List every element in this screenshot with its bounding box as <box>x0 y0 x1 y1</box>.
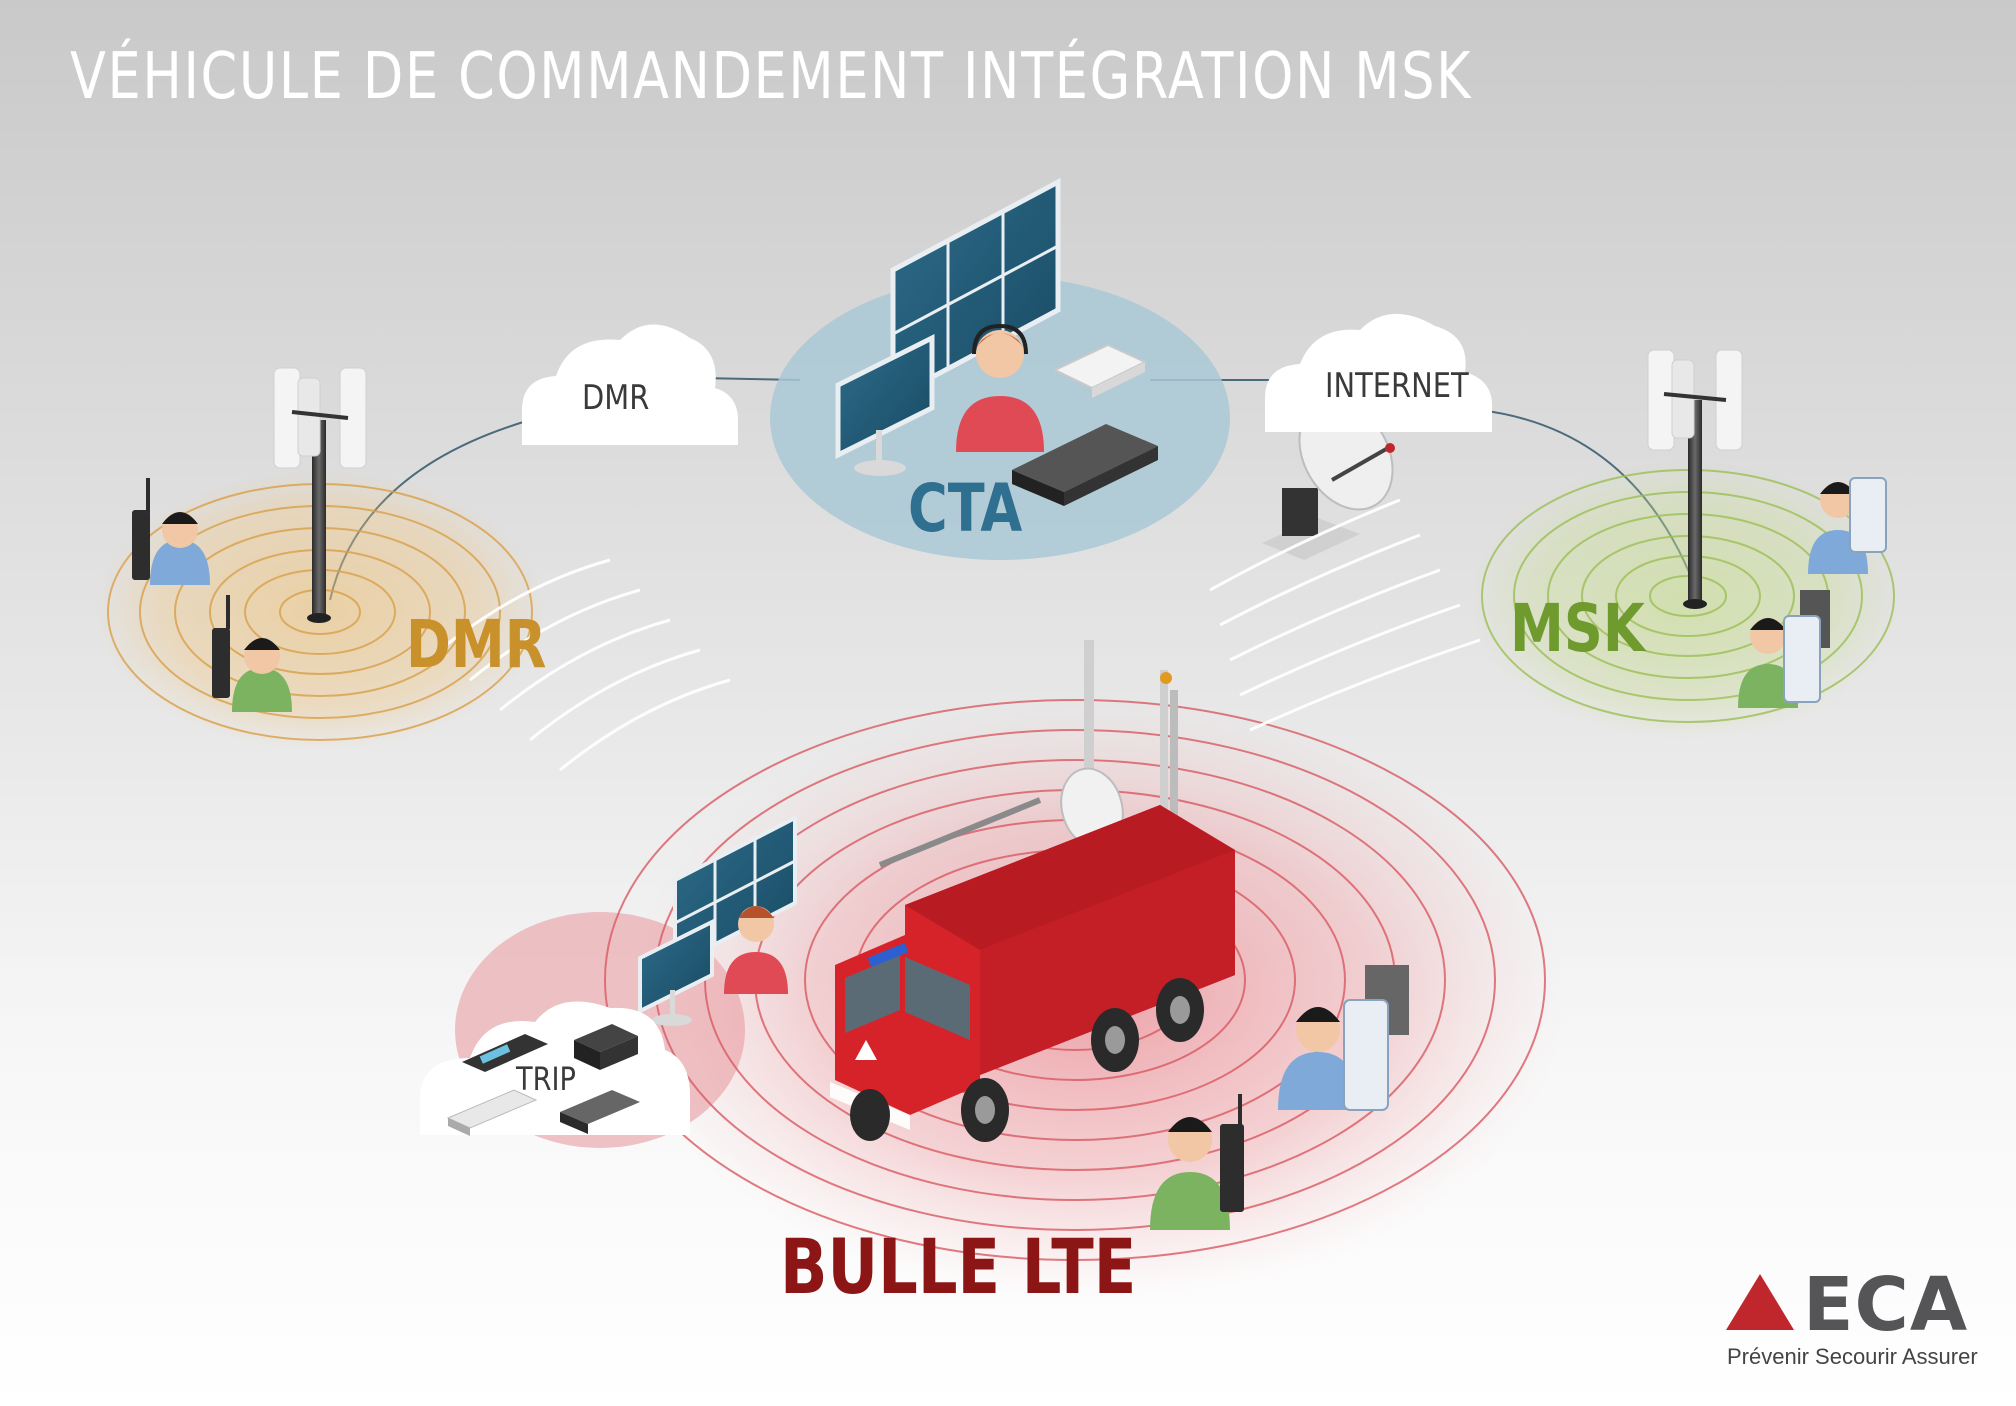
page-title: VÉHICULE DE COMMANDEMENT INTÉGRATION MSK <box>70 40 1473 114</box>
eca-logo: ECA Prévenir Secourir Assurer <box>1725 1262 1978 1378</box>
msk-user-with-tablet-icon <box>1738 590 1830 708</box>
router-icon <box>574 1024 638 1070</box>
eca-logo-icon <box>1726 1274 1794 1330</box>
lte-user-with-tablet-icon <box>1278 965 1409 1111</box>
msk-zone <box>1470 349 1900 740</box>
dmr-zone <box>95 367 545 750</box>
remote-command-post <box>638 814 797 1026</box>
msk-user-with-tablet-icon <box>1808 477 1887 574</box>
console-icon <box>560 1090 640 1134</box>
dmr-user-with-radio-icon <box>212 595 292 712</box>
trip-cloud-label: TRIP <box>516 1060 576 1098</box>
cta-zone-label: CTA <box>908 470 1023 547</box>
dmr-user-with-radio-icon <box>132 478 210 585</box>
server-icon <box>446 1089 538 1136</box>
radio-unit-icon <box>462 1034 548 1072</box>
dmr-cloud <box>522 324 738 445</box>
lte-user-with-radio-icon <box>1150 1094 1244 1230</box>
desk-phone-icon <box>1052 343 1148 398</box>
internet-cloud <box>1265 313 1492 432</box>
fire-truck-icon <box>830 640 1235 1142</box>
monitor-icon <box>638 918 714 1026</box>
cta-zone <box>770 177 1230 560</box>
dmr-zone-label: DMR <box>406 606 547 683</box>
radio-console-icon <box>1012 424 1158 506</box>
dmr-antenna-tower-icon <box>273 367 367 623</box>
operator-with-headset-icon <box>956 323 1044 452</box>
monitor-icon <box>835 333 935 476</box>
internet-cloud-label: INTERNET <box>1325 366 1469 406</box>
signal-waves <box>439 498 1481 772</box>
msk-antenna-tower-icon <box>1647 349 1743 609</box>
msk-zone-label: MSK <box>1510 590 1645 667</box>
eca-logo-wordmark: ECA <box>1803 1262 1969 1348</box>
eca-logo-tagline: Prévenir Secourir Assurer <box>1727 1344 1978 1369</box>
operator-icon <box>724 906 788 994</box>
dmr-cloud-label: DMR <box>582 378 650 418</box>
trip-cloud <box>420 1001 690 1136</box>
lte-zone-label: BULLE LTE <box>780 1222 1137 1311</box>
